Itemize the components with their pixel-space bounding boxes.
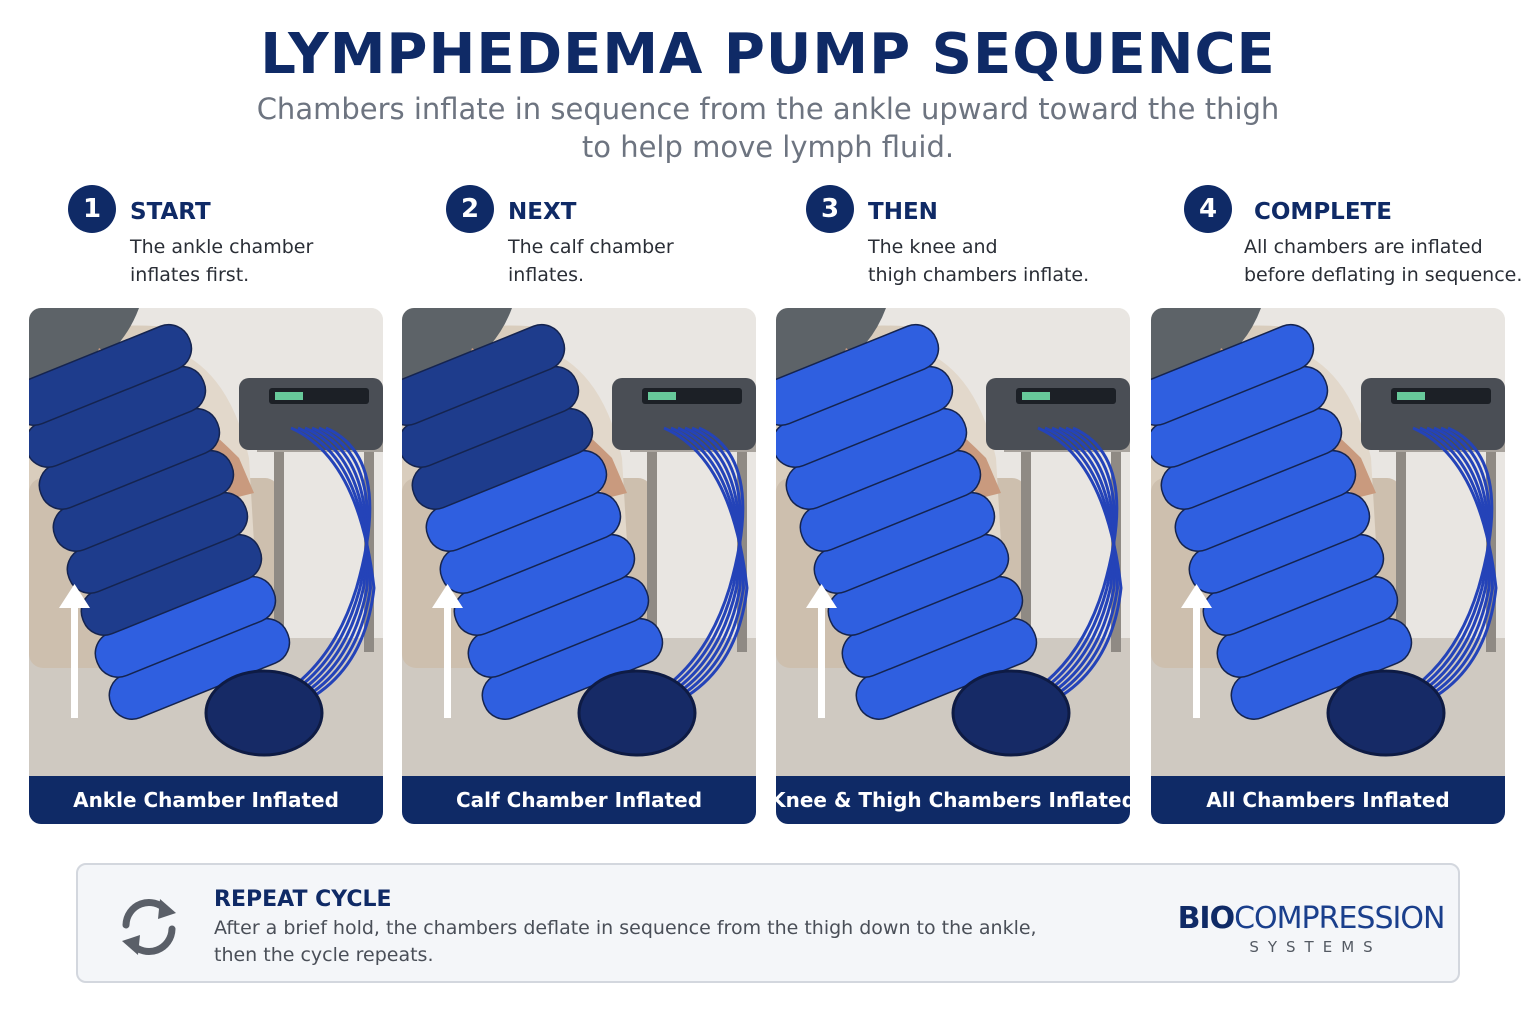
panel-caption: Calf Chamber Inflated	[402, 776, 756, 824]
step-description-line: All chambers are inflated	[1244, 236, 1483, 258]
air-tube	[663, 426, 749, 710]
side-table-leg	[1021, 452, 1031, 652]
air-tube	[649, 426, 742, 710]
pump-illustration	[29, 308, 383, 778]
pump-display-readout	[275, 392, 303, 400]
air-tube	[290, 426, 376, 710]
panel-3: Knee & Thigh Chambers Inflated	[776, 308, 1130, 824]
repeat-description-line: then the cycle repeats.	[214, 944, 434, 966]
air-tube	[1412, 426, 1498, 710]
air-tube	[283, 426, 373, 710]
step-heading: THEN	[868, 199, 938, 225]
step-description-line: The knee and	[868, 236, 998, 258]
upward-arrow-shaft	[1193, 608, 1200, 718]
panel-caption: Knee & Thigh Chambers Inflated	[776, 776, 1130, 824]
page-title: LYMPHEDEMA PUMP SEQUENCE	[260, 22, 1276, 87]
air-tube	[642, 426, 742, 710]
pump-display-readout	[648, 392, 676, 400]
step-description-line: inflates first.	[130, 264, 250, 286]
logo-bold: BIO	[1177, 901, 1236, 936]
pump-illustration	[776, 308, 1130, 778]
repeat-description-line: After a brief hold, the chambers deflate…	[214, 917, 1037, 939]
step-description-line: thigh chambers inflate.	[868, 264, 1090, 286]
pump-display-readout	[1022, 392, 1050, 400]
step-heading: COMPLETE	[1254, 199, 1392, 225]
sleeve-chamber-8	[29, 323, 193, 426]
upward-arrow-head	[806, 584, 837, 608]
upward-arrow-head	[59, 584, 90, 608]
step-number-badge: 4	[1184, 185, 1232, 233]
sleeve-opening	[577, 669, 697, 757]
brand-logo: BIOCOMPRESSION SYSTEMS	[1176, 901, 1446, 956]
panel-2: Calf Chamber Inflated	[402, 308, 756, 824]
step-description-line: The ankle chamber	[130, 236, 314, 258]
step-description-line: inflates.	[508, 264, 585, 286]
page-subtitle: Chambers inflate in sequence from the an…	[218, 90, 1318, 166]
sleeve-chamber-8	[776, 323, 940, 426]
upward-arrow-shaft	[818, 608, 825, 718]
repeat-heading: REPEAT CYCLE	[214, 887, 392, 912]
step-heading: START	[130, 199, 211, 225]
panel-4: All Chambers Inflated	[1151, 308, 1505, 824]
step-number-badge: 3	[806, 185, 854, 233]
logo-tagline: SYSTEMS	[1249, 938, 1382, 956]
step-description: The knee and thigh chambers inflate.	[868, 233, 1089, 289]
logo-wordmark: BIOCOMPRESSION	[1176, 901, 1446, 936]
pump-illustration	[402, 308, 756, 778]
pump-illustration	[1151, 308, 1505, 778]
repeat-description: After a brief hold, the chambers deflate…	[214, 915, 1037, 969]
subtitle-line-2: to help move lymph fluid.	[581, 130, 955, 164]
air-tube	[1016, 426, 1116, 710]
air-tube	[1030, 426, 1120, 710]
air-tube	[1405, 426, 1495, 710]
sleeve-chamber-8	[1151, 323, 1315, 426]
step-number-badge: 2	[446, 185, 494, 233]
side-table-leg	[1396, 452, 1406, 652]
side-table-leg	[647, 452, 657, 652]
panel-1: Ankle Chamber Inflated	[29, 308, 383, 824]
step-description-line: The calf chamber	[508, 236, 674, 258]
sleeve-chamber-8	[402, 323, 566, 426]
air-tube	[1391, 426, 1491, 710]
upward-arrow-shaft	[444, 608, 451, 718]
air-tube	[1023, 426, 1116, 710]
step-heading: NEXT	[508, 199, 577, 225]
logo-light: COMPRESSION	[1234, 901, 1445, 936]
step-description-line: before deflating in sequence.	[1244, 264, 1523, 286]
sleeve-opening	[204, 669, 324, 757]
air-tube	[1037, 426, 1123, 710]
air-tube	[656, 426, 746, 710]
sleeve-opening	[1326, 669, 1446, 757]
panel-caption: All Chambers Inflated	[1151, 776, 1505, 824]
pump-display-readout	[1397, 392, 1425, 400]
upward-arrow-head	[432, 584, 463, 608]
air-tube	[269, 426, 369, 710]
repeat-cycle-box: REPEAT CYCLE After a brief hold, the cha…	[76, 863, 1460, 983]
sleeve-opening	[951, 669, 1071, 757]
step-description: All chambers are inflated before deflati…	[1244, 233, 1522, 289]
air-tube	[1398, 426, 1491, 710]
air-tube	[276, 426, 369, 710]
panel-caption: Ankle Chamber Inflated	[29, 776, 383, 824]
step-description: The ankle chamber inflates first.	[130, 233, 313, 289]
repeat-cycle-icon	[122, 898, 176, 956]
upward-arrow-shaft	[71, 608, 78, 718]
step-number-badge: 1	[68, 185, 116, 233]
step-description: The calf chamber inflates.	[508, 233, 674, 289]
side-table-leg	[274, 452, 284, 652]
subtitle-line-1: Chambers inflate in sequence from the an…	[256, 92, 1280, 126]
upward-arrow-head	[1181, 584, 1212, 608]
